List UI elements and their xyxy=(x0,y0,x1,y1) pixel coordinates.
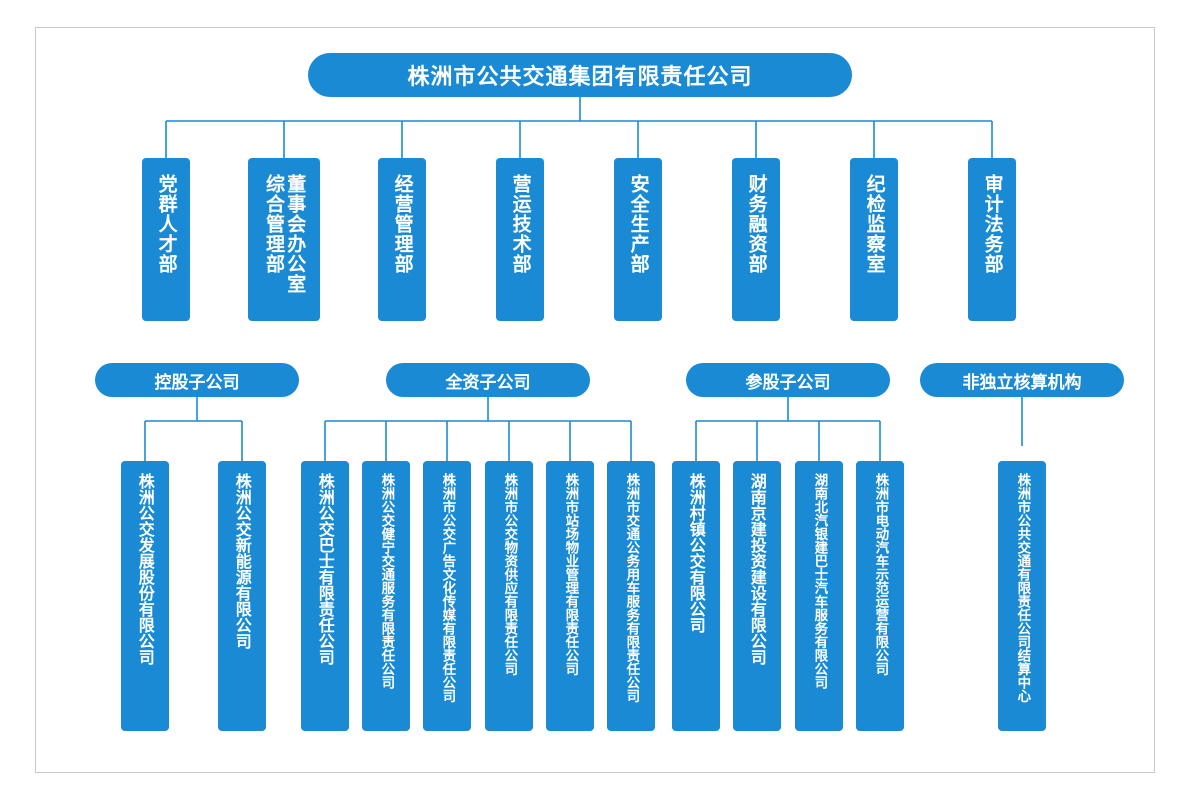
dept-box: 财务融资部 xyxy=(732,158,780,321)
company-box: 湖南京建投资建设有限公司 xyxy=(733,461,781,731)
parent-company-name: 株洲市公共交通集团有限责任公司 xyxy=(407,65,753,90)
company-box: 株洲市站场物业管理有限责任公司 xyxy=(546,461,594,731)
dept-name: 营运技术部 xyxy=(509,174,532,274)
company-box: 湖南北汽银建巴士汽车服务有限公司 xyxy=(795,461,843,731)
dept-name: 董事会办公室综合管理部 xyxy=(263,174,307,294)
company-box: 株洲市电动汽车示范运营有限公司 xyxy=(856,461,904,731)
dept-name: 纪检监察室 xyxy=(863,174,886,274)
company-name: 株洲市公交广告文化传媒有限责任公司 xyxy=(439,473,456,703)
equity-category-node: 参股子公司 xyxy=(686,363,890,397)
company-name: 株洲市公共交通有限责任公司结算中心 xyxy=(1014,473,1031,703)
diagram-frame xyxy=(35,27,1155,773)
parent-company-node: 株洲市公共交通集团有限责任公司 xyxy=(308,53,852,97)
company-name: 株洲公交健宁交通服务有限责任公司 xyxy=(378,473,395,689)
company-name: 株洲公交新能源有限公司 xyxy=(232,473,252,649)
dept-name: 经营管理部 xyxy=(391,174,414,274)
company-box: 株洲公交发展股份有限公司 xyxy=(121,461,169,731)
company-name: 株洲公交巴士有限责任公司 xyxy=(315,473,335,665)
dept-box: 审计法务部 xyxy=(968,158,1016,321)
company-box: 株洲市公交广告文化传媒有限责任公司 xyxy=(423,461,471,731)
dept-box: 党群人才部 xyxy=(142,158,190,321)
dept-name: 审计法务部 xyxy=(981,174,1004,274)
holding-category-node: 控股子公司 xyxy=(95,363,299,397)
category-label: 控股子公司 xyxy=(154,372,240,393)
wholly-owned-category-node: 全资子公司 xyxy=(386,363,590,397)
dept-box: 安全生产部 xyxy=(614,158,662,321)
company-name: 湖南京建投资建设有限公司 xyxy=(747,473,767,665)
company-box: 株洲公交健宁交通服务有限责任公司 xyxy=(362,461,410,731)
dept-box: 纪检监察室 xyxy=(850,158,898,321)
category-label: 全资子公司 xyxy=(445,372,531,393)
company-name: 株洲市公交物资供应有限责任公司 xyxy=(501,473,518,676)
dept-box: 董事会办公室综合管理部 xyxy=(248,158,320,321)
category-label: 非独立核算机构 xyxy=(962,372,1082,393)
company-box: 株洲村镇公交有限公司 xyxy=(672,461,720,731)
company-name: 株洲市站场物业管理有限责任公司 xyxy=(562,473,579,676)
company-box: 株洲市公交物资供应有限责任公司 xyxy=(485,461,533,731)
company-name: 株洲村镇公交有限公司 xyxy=(686,473,706,633)
dept-name: 财务融资部 xyxy=(745,174,768,274)
company-box: 株洲公交新能源有限公司 xyxy=(218,461,266,731)
company-box: 株洲市公共交通有限责任公司结算中心 xyxy=(998,461,1046,731)
dept-box: 营运技术部 xyxy=(496,158,544,321)
dept-name: 安全生产部 xyxy=(627,174,650,274)
company-box: 株洲公交巴士有限责任公司 xyxy=(301,461,349,731)
category-label: 参股子公司 xyxy=(745,372,831,393)
company-name: 株洲市电动汽车示范运营有限公司 xyxy=(872,473,889,676)
dept-box: 经营管理部 xyxy=(378,158,426,321)
dept-name: 党群人才部 xyxy=(155,174,178,274)
company-box: 株洲市交通公务用车服务有限责任公司 xyxy=(607,461,655,731)
company-name: 湖南北汽银建巴士汽车服务有限公司 xyxy=(811,473,828,689)
company-name: 株洲市交通公务用车服务有限责任公司 xyxy=(623,473,640,703)
company-name: 株洲公交发展股份有限公司 xyxy=(135,473,155,665)
non-independent-category-node: 非独立核算机构 xyxy=(920,363,1124,397)
